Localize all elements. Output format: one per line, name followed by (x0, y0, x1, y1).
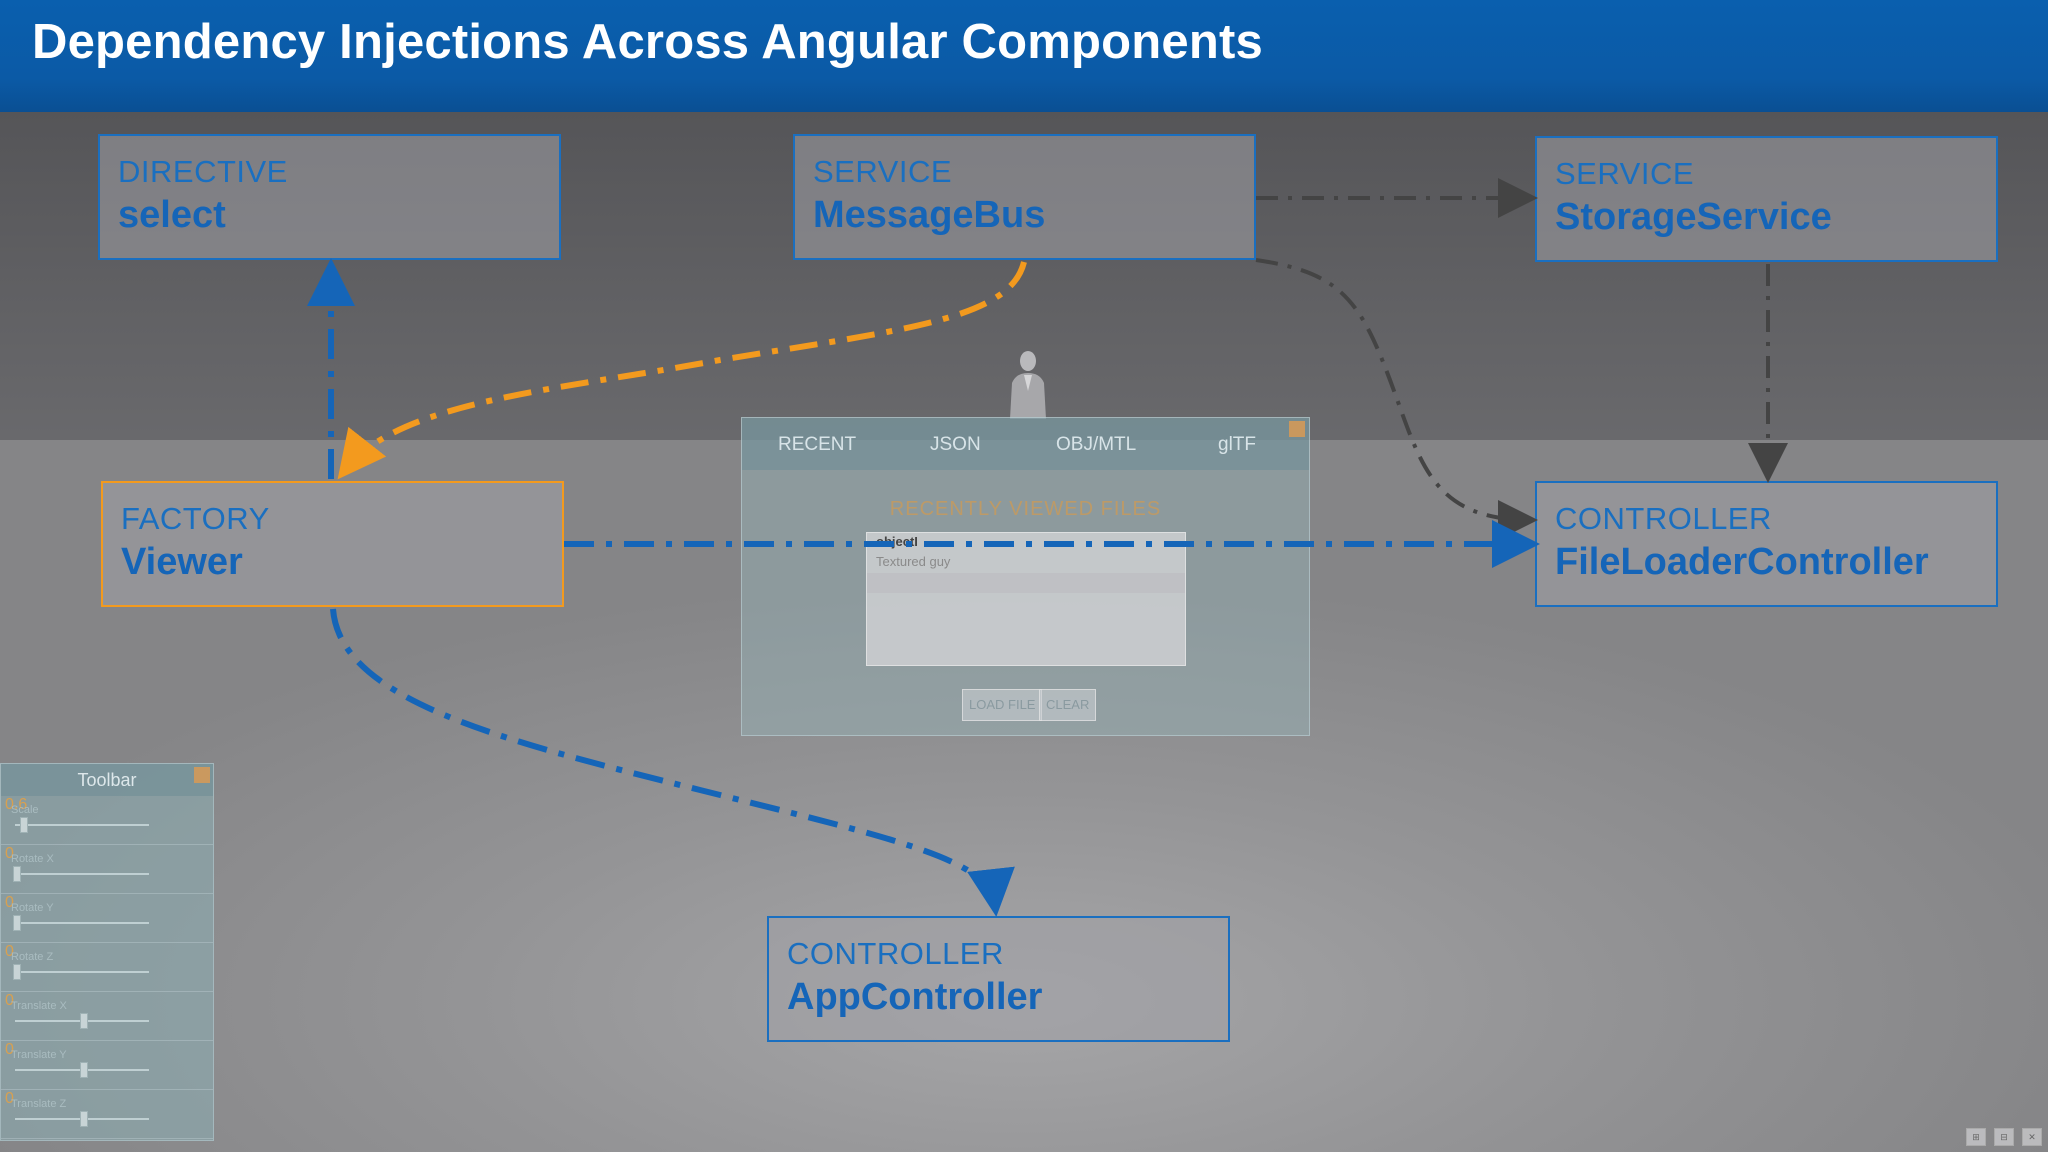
slider-thumb[interactable] (80, 1111, 88, 1127)
dialog-heading: RECENTLY VIEWED FILES (889, 498, 1162, 520)
slider-track[interactable] (15, 971, 149, 973)
clear-button[interactable]: CLEAR (1039, 689, 1097, 721)
node-appcontroller[interactable]: CONTROLLER AppController (767, 916, 1230, 1042)
slider-thumb[interactable] (80, 1062, 88, 1078)
node-name: MessageBus (813, 194, 1046, 236)
list-item[interactable]: Textured guy (876, 554, 951, 569)
view-icon-2[interactable]: ⊟ (1994, 1128, 2014, 1146)
load-file-button[interactable]: LOAD FILE (962, 689, 1043, 721)
node-storageservice[interactable]: SERVICE StorageService (1535, 136, 1998, 262)
node-kind: CONTROLLER (1555, 501, 1772, 536)
node-fileloadercontroller[interactable]: CONTROLLER FileLoaderController (1535, 481, 1998, 607)
node-name: Viewer (121, 541, 243, 583)
slider-value: 0 (5, 1090, 14, 1107)
node-name: FileLoaderController (1555, 541, 1929, 583)
node-viewer[interactable]: FACTORY Viewer (101, 481, 564, 607)
slider-label: Translate Y (11, 1049, 67, 1061)
slider-thumb[interactable] (80, 1013, 88, 1029)
node-kind: CONTROLLER (787, 936, 1004, 971)
slider-label: Rotate Z (11, 951, 54, 963)
slider-track[interactable] (15, 922, 149, 924)
page-title: Dependency Injections Across Angular Com… (32, 15, 1263, 69)
slider-label: Translate X (11, 1000, 67, 1012)
title-bar: Dependency Injections Across Angular Com… (0, 0, 2048, 112)
node-select[interactable]: DIRECTIVE select (98, 134, 561, 260)
view-icon-3[interactable]: ✕ (2022, 1128, 2042, 1146)
dialog-close-icon[interactable] (1289, 421, 1305, 437)
list-item-selected[interactable] (867, 573, 1185, 593)
node-name: StorageService (1555, 196, 1832, 238)
slider-value: 0 (5, 894, 14, 911)
file-loader-dialog: RECENT JSON OBJ/MTL glTF RECENTLY VIEWED… (741, 417, 1310, 736)
toolbar-close-icon[interactable] (194, 767, 210, 783)
node-messagebus[interactable]: SERVICE MessageBus (793, 134, 1256, 260)
toolbar-title: Toolbar (77, 770, 137, 790)
node-kind: SERVICE (813, 154, 953, 189)
slider-thumb[interactable] (13, 915, 21, 931)
slider-value: 0.6 (5, 796, 28, 813)
slider-value: 0 (5, 992, 14, 1009)
toolbar-header[interactable]: Toolbar (1, 764, 213, 796)
slider-value: 0 (5, 943, 14, 960)
tab-obj-mtl[interactable]: OBJ/MTL (1056, 434, 1137, 455)
tab-json[interactable]: JSON (930, 434, 981, 455)
node-kind: FACTORY (121, 501, 270, 536)
slider-value: 0 (5, 845, 14, 862)
slider-label: Scale (11, 804, 39, 816)
person-model-icon (1010, 351, 1046, 419)
slider-thumb[interactable] (13, 964, 21, 980)
slider-track[interactable] (15, 873, 149, 875)
list-header: objectI (876, 534, 918, 549)
tab-recent[interactable]: RECENT (778, 434, 857, 455)
slider-label: Rotate Y (11, 902, 54, 914)
slider-value: 0 (5, 1041, 14, 1058)
view-icon-1[interactable]: ⊞ (1966, 1128, 1986, 1146)
slider-label: Rotate X (11, 853, 54, 865)
slider-label: Translate Z (11, 1098, 67, 1110)
node-name: AppController (787, 976, 1043, 1018)
slider-thumb[interactable] (20, 817, 28, 833)
recent-files-list[interactable]: objectI Textured guy (866, 532, 1186, 666)
node-kind: SERVICE (1555, 156, 1695, 191)
node-name: select (118, 194, 226, 236)
slider-thumb[interactable] (13, 866, 21, 882)
tab-gltf[interactable]: glTF (1218, 434, 1256, 455)
dialog-tab-bar: RECENT JSON OBJ/MTL glTF (742, 418, 1309, 470)
node-kind: DIRECTIVE (118, 154, 288, 189)
slider-track[interactable] (15, 824, 149, 826)
